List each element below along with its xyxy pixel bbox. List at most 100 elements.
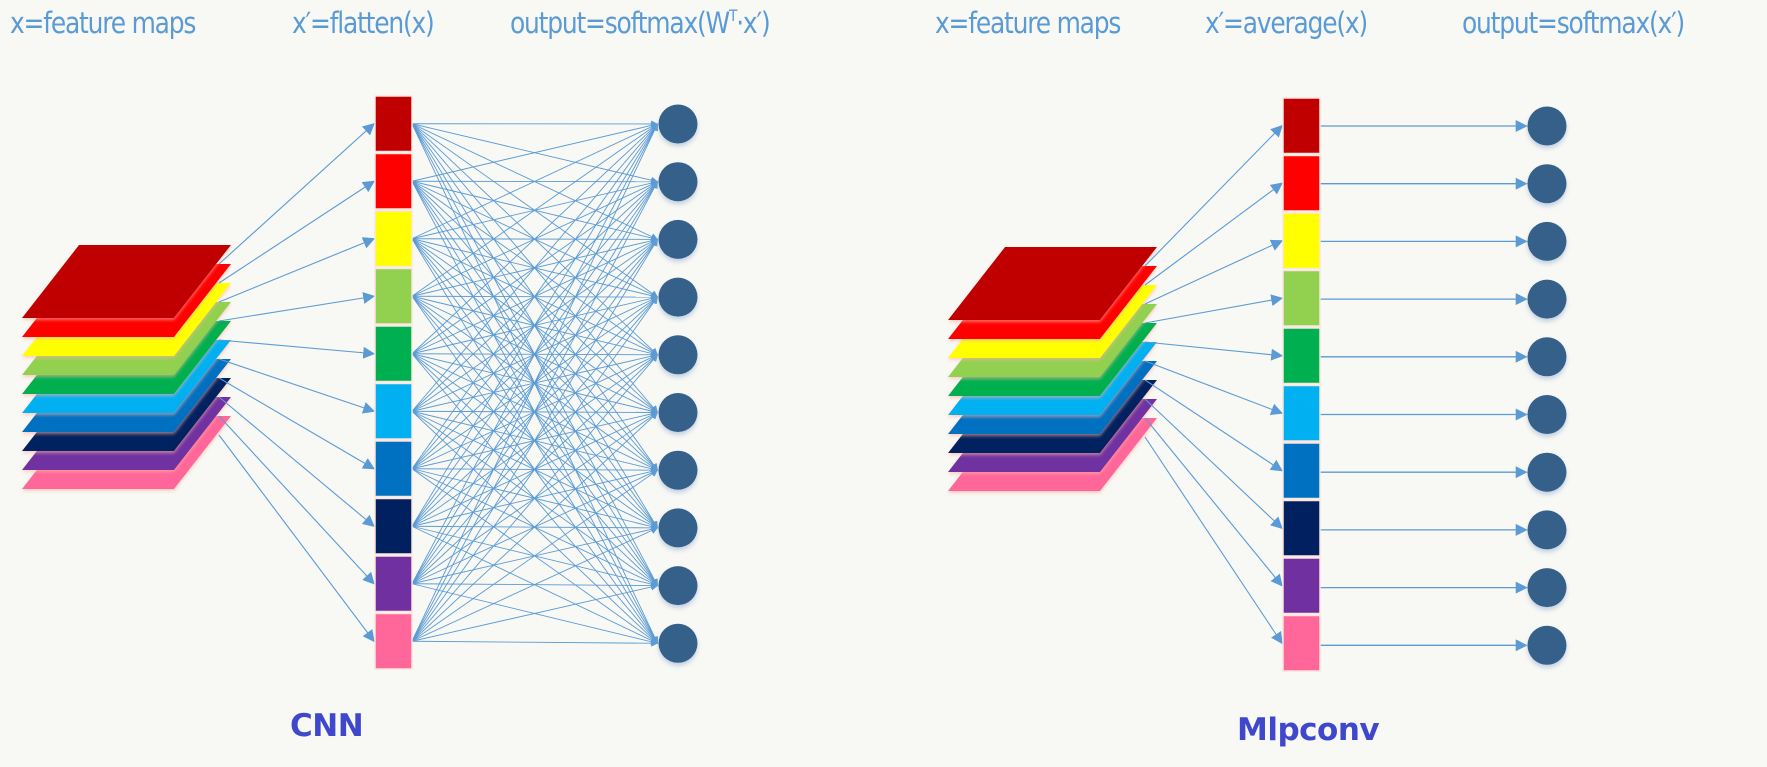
vector-cell-2 bbox=[1282, 154, 1321, 212]
output-node-4 bbox=[658, 277, 698, 317]
left-header-flatten: x′=flatten(x) bbox=[292, 6, 435, 40]
output-node-6 bbox=[658, 393, 698, 432]
output-node-9 bbox=[1527, 568, 1567, 608]
input-arrow-1 bbox=[218, 122, 375, 265]
vector-cell-10 bbox=[374, 612, 413, 670]
input-arrow-8 bbox=[1144, 398, 1283, 530]
output-node-2 bbox=[658, 162, 698, 202]
input-arrow-3 bbox=[1144, 239, 1284, 305]
input-arrow-6 bbox=[1144, 360, 1284, 416]
output-node-9 bbox=[658, 566, 698, 606]
fc-connection-10-3 bbox=[411, 238, 658, 642]
left-header-input: x=feature maps bbox=[10, 6, 196, 40]
right-header-input: x=feature maps bbox=[935, 6, 1121, 40]
left-header-output: output=softmax(WT·x′) bbox=[510, 6, 771, 40]
output-node-8 bbox=[1527, 510, 1567, 550]
mlpconv-output-nodes bbox=[1527, 106, 1567, 665]
fc-connection-4-1 bbox=[411, 123, 659, 297]
fc-connection-10-7 bbox=[411, 469, 659, 642]
output-node-10 bbox=[658, 623, 698, 663]
input-arrow-2 bbox=[218, 180, 376, 284]
vector-cell-7 bbox=[1282, 442, 1321, 500]
output-node-3 bbox=[1527, 221, 1567, 261]
vector-cell-6 bbox=[1282, 384, 1321, 442]
vector-cell-2 bbox=[374, 152, 413, 210]
output-node-3 bbox=[658, 219, 698, 259]
fc-connection-10-9 bbox=[411, 583, 659, 642]
fc-connection-10-5 bbox=[411, 354, 658, 642]
fc-connection-5-1 bbox=[411, 123, 659, 355]
vector-cell-3 bbox=[374, 210, 413, 268]
fc-connection-8-1 bbox=[411, 123, 658, 527]
output-node-5 bbox=[1527, 337, 1567, 377]
feature-map-layer-1 bbox=[22, 245, 231, 318]
vector-cell-5 bbox=[1282, 327, 1321, 385]
mlpconv-caption: Mlpconv bbox=[1237, 712, 1380, 748]
left-header-output-sup: T bbox=[729, 6, 737, 25]
input-arrow-4 bbox=[218, 292, 376, 322]
vector-cell-9 bbox=[1282, 557, 1321, 615]
fc-connection-10-10 bbox=[411, 639, 659, 647]
input-arrow-9 bbox=[1144, 417, 1283, 587]
output-node-1 bbox=[658, 104, 698, 144]
cnn-input-arrows bbox=[218, 122, 376, 643]
mlpconv-average-vector bbox=[1282, 97, 1321, 672]
output-node-2 bbox=[1527, 164, 1567, 204]
input-arrow-1 bbox=[1144, 124, 1283, 267]
mlpconv-input-arrows bbox=[1144, 124, 1284, 645]
fc-connection-10-1 bbox=[411, 123, 658, 642]
vector-cell-1 bbox=[1282, 97, 1321, 155]
fc-connection-2-1 bbox=[411, 122, 659, 182]
output-node-5 bbox=[658, 335, 698, 375]
right-header-average: x′=average(x) bbox=[1205, 6, 1368, 40]
input-arrow-7 bbox=[1144, 379, 1284, 472]
input-arrow-4 bbox=[1144, 294, 1284, 324]
mlpconv-one-to-one-lines bbox=[1320, 120, 1528, 652]
vector-cell-4 bbox=[374, 267, 413, 325]
input-arrow-10 bbox=[1144, 436, 1283, 645]
output-node-1 bbox=[1527, 106, 1567, 146]
fc-connection-3-1 bbox=[411, 123, 659, 240]
mlpconv-feature-map-stack bbox=[948, 247, 1157, 491]
vector-cell-10 bbox=[1282, 614, 1321, 672]
left-header-output-prefix: output=softmax(W bbox=[510, 6, 730, 40]
input-arrow-2 bbox=[1144, 182, 1283, 286]
fc-connection-10-8 bbox=[411, 527, 659, 642]
feature-map-layer-1 bbox=[948, 247, 1157, 320]
cnn-feature-map-stack bbox=[22, 245, 231, 489]
fc-connection-6-1 bbox=[411, 123, 658, 412]
right-header-output: output=softmax(x′) bbox=[1462, 6, 1685, 40]
left-header-output-suffix: ·x′) bbox=[736, 6, 770, 40]
output-node-6 bbox=[1527, 395, 1567, 434]
input-arrow-10 bbox=[218, 434, 375, 643]
output-node-7 bbox=[658, 450, 698, 490]
input-arrow-3 bbox=[218, 237, 376, 303]
input-arrow-6 bbox=[218, 358, 376, 414]
output-node-7 bbox=[1527, 452, 1567, 492]
cnn-output-nodes bbox=[658, 104, 698, 663]
vector-cell-8 bbox=[1282, 499, 1321, 557]
cnn-fully-connected-lines bbox=[411, 120, 659, 647]
fc-connection-10-2 bbox=[411, 181, 658, 642]
input-arrow-5 bbox=[218, 339, 376, 359]
input-arrow-8 bbox=[218, 396, 375, 528]
fc-connection-9-1 bbox=[411, 123, 658, 584]
input-arrow-5 bbox=[1144, 341, 1284, 361]
vector-cell-8 bbox=[374, 497, 413, 555]
vector-cell-6 bbox=[374, 382, 413, 440]
output-node-4 bbox=[1527, 279, 1567, 319]
input-arrow-7 bbox=[218, 377, 376, 470]
fc-connection-10-6 bbox=[411, 412, 659, 642]
fc-connection-10-4 bbox=[411, 296, 658, 642]
vector-cell-4 bbox=[1282, 269, 1321, 327]
vector-cell-9 bbox=[374, 555, 413, 613]
vector-cell-7 bbox=[374, 440, 413, 498]
cnn-caption: CNN bbox=[290, 708, 364, 744]
output-node-10 bbox=[1527, 625, 1567, 665]
vector-cell-3 bbox=[1282, 212, 1321, 270]
input-arrow-9 bbox=[218, 415, 375, 585]
fc-connection-7-1 bbox=[411, 123, 658, 470]
output-node-8 bbox=[658, 508, 698, 548]
vector-cell-1 bbox=[374, 95, 413, 153]
